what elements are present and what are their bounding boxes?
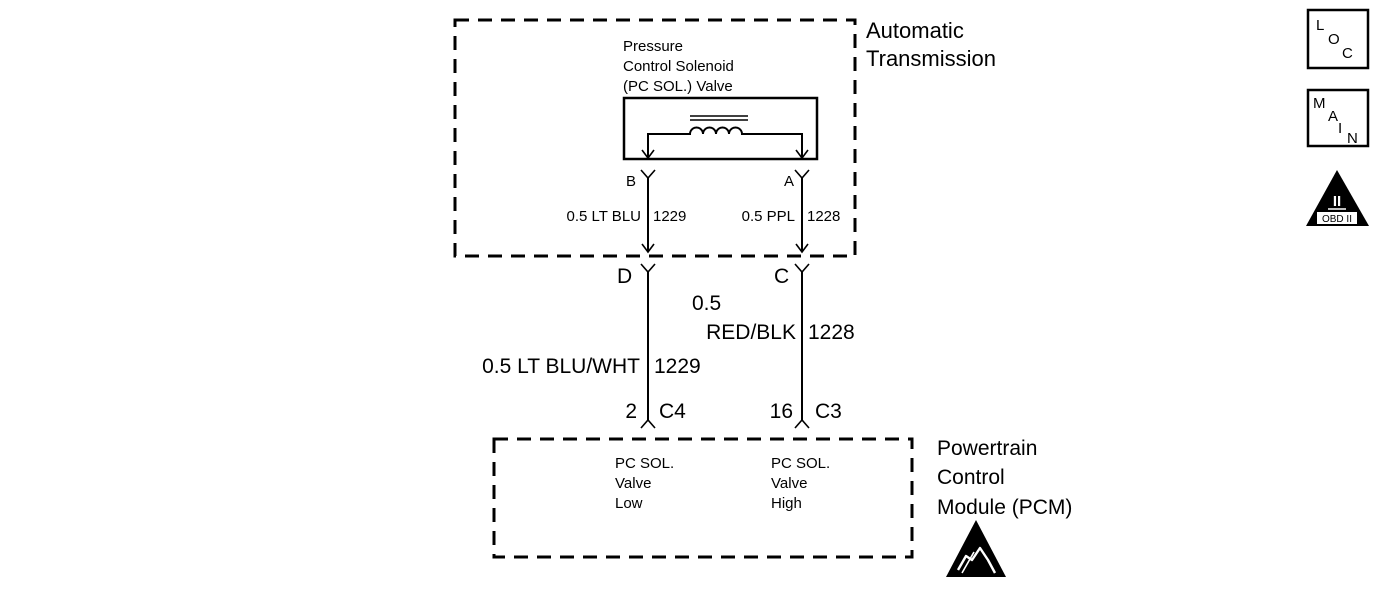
pcm-low-label-1: PC SOL. <box>615 455 674 472</box>
pcm-boundary <box>492 437 914 559</box>
pcm-conn-c4-label: C4 <box>659 400 686 423</box>
svg-text:I: I <box>1338 120 1342 137</box>
pcm-label-3: Module (PCM) <box>937 496 1072 519</box>
svg-text:OBD II: OBD II <box>1322 214 1352 225</box>
svg-text:C: C <box>1342 45 1353 62</box>
pcm-pin-16-symbol <box>794 418 810 429</box>
harness-wire-right-gauge: 0.5 <box>692 292 721 315</box>
pcm-high-label-2: Valve <box>771 475 807 492</box>
internal-wire-right-label: 0.5 PPL <box>742 208 795 225</box>
transmission-label-1: Automatic <box>866 18 964 43</box>
connector-c-symbol <box>794 263 810 274</box>
main-icon[interactable]: M A I N <box>1306 88 1370 148</box>
harness-wire-right-circuit: 1228 <box>808 321 855 344</box>
pcm-label-1: Powertrain <box>937 437 1037 460</box>
terminal-a-connector <box>794 169 810 180</box>
obd-ii-icon[interactable]: II OBD II <box>1306 170 1369 226</box>
terminal-b-label: B <box>626 173 636 190</box>
pcm-pin-16-label: 16 <box>770 400 793 423</box>
svg-text:O: O <box>1328 31 1340 48</box>
solenoid-label-3: (PC SOL.) Valve <box>623 78 733 95</box>
terminal-a-label: A <box>784 173 794 190</box>
svg-text:A: A <box>1328 108 1338 125</box>
solenoid-label-2: Control Solenoid <box>623 58 734 75</box>
svg-text:L: L <box>1316 17 1324 34</box>
pcm-pin-2-symbol <box>640 418 656 429</box>
transmission-boundary <box>453 18 857 258</box>
internal-wire-left-circuit: 1229 <box>653 208 686 225</box>
pcm-high-label-3: High <box>771 495 802 512</box>
pcm-conn-c3-label: C3 <box>815 400 842 423</box>
connector-d-symbol <box>640 263 656 274</box>
pcm-low-label-3: Low <box>615 495 643 512</box>
svg-text:II: II <box>1333 193 1341 210</box>
terminal-b-connector <box>640 169 656 180</box>
loc-icon[interactable]: L O C <box>1306 8 1370 70</box>
harness-wire-left-label: 0.5 LT BLU/WHT <box>482 355 640 378</box>
solenoid-coil-icon <box>641 115 809 160</box>
harness-wire-left-circuit: 1229 <box>654 355 701 378</box>
esd-sensitive-icon <box>946 520 1006 577</box>
pcm-pin-2-label: 2 <box>625 400 637 423</box>
transmission-label-2: Transmission <box>866 46 996 71</box>
pcm-low-label-2: Valve <box>615 475 651 492</box>
solenoid-label-1: Pressure <box>623 38 683 55</box>
pcm-label-2: Control <box>937 466 1005 489</box>
svg-text:M: M <box>1313 95 1326 112</box>
internal-wire-left-label: 0.5 LT BLU <box>567 208 642 225</box>
svg-text:N: N <box>1347 130 1358 147</box>
connector-c-label: C <box>774 265 789 288</box>
internal-wire-right-circuit: 1228 <box>807 208 840 225</box>
harness-wire-right-color: RED/BLK <box>706 321 796 344</box>
connector-d-label: D <box>617 265 632 288</box>
solenoid-box <box>622 96 819 161</box>
pcm-high-label-1: PC SOL. <box>771 455 830 472</box>
